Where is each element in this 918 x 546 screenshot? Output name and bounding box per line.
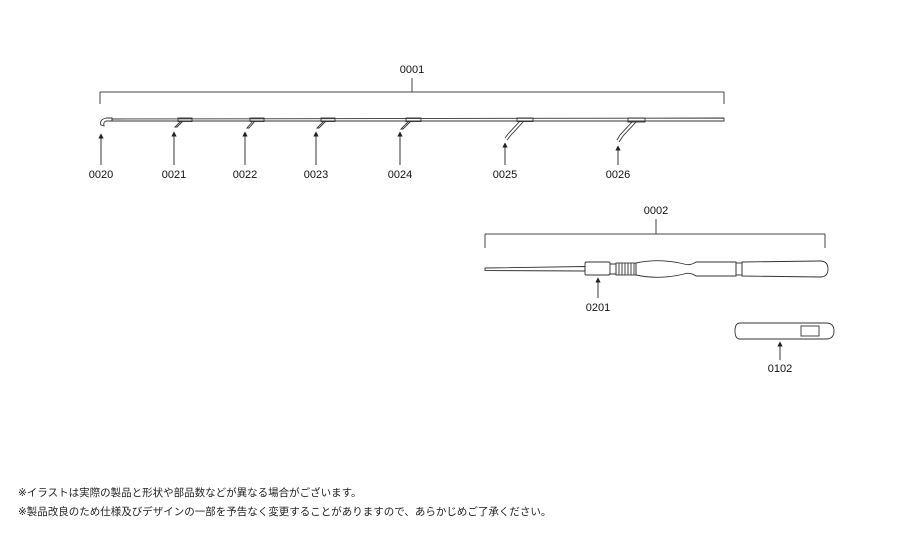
guide-0023 [315,120,327,129]
collar [610,263,617,275]
guide-0026 [616,121,637,143]
label-0022: 0022 [233,169,257,181]
label-0025: 0025 [493,169,517,181]
label-0102: 0102 [768,363,792,375]
bracket-0001 [99,78,725,104]
tip-section-rod [100,117,725,143]
label-0026: 0026 [606,169,630,181]
rear-grip [741,260,829,278]
guide-wrap-0025 [516,117,534,122]
label-0020: 0020 [89,169,113,181]
guide-0022 [246,120,256,129]
disclaimer-note-2: ※製品改良のため仕様及びデザインの一部を予告なく変更することがありますので、あら… [18,506,552,518]
rod-cover-0102 [734,322,835,340]
label-0201: 0201 [586,302,610,314]
guide-wrap-0026 [627,117,646,123]
guide-wrap-0021 [177,117,193,122]
grip-ring [735,262,743,276]
label-0023: 0023 [304,169,328,181]
label-0024: 0024 [388,169,412,181]
label-0021: 0021 [162,169,186,181]
thread-lines [618,263,635,275]
reel-seat-grip [635,260,737,278]
label-0001: 0001 [400,64,424,76]
guide-0021 [173,120,184,128]
butt-blank [484,266,586,272]
disclaimer-note-1: ※イラストは実際の製品と形状や部品数などが異なる場合がございます。 [18,487,362,499]
bracket-0002 [484,219,826,248]
hook-keeper-0201 [584,261,611,276]
guide-0024 [399,120,412,130]
label-0002: 0002 [644,205,668,217]
guide-wrap-0023 [320,117,336,122]
guide-0025 [504,120,525,141]
guide-wrap-0022 [249,117,265,122]
butt-section-rod [484,260,829,278]
guide-wrap-0024 [405,117,422,122]
tip-top-guide [100,117,113,127]
